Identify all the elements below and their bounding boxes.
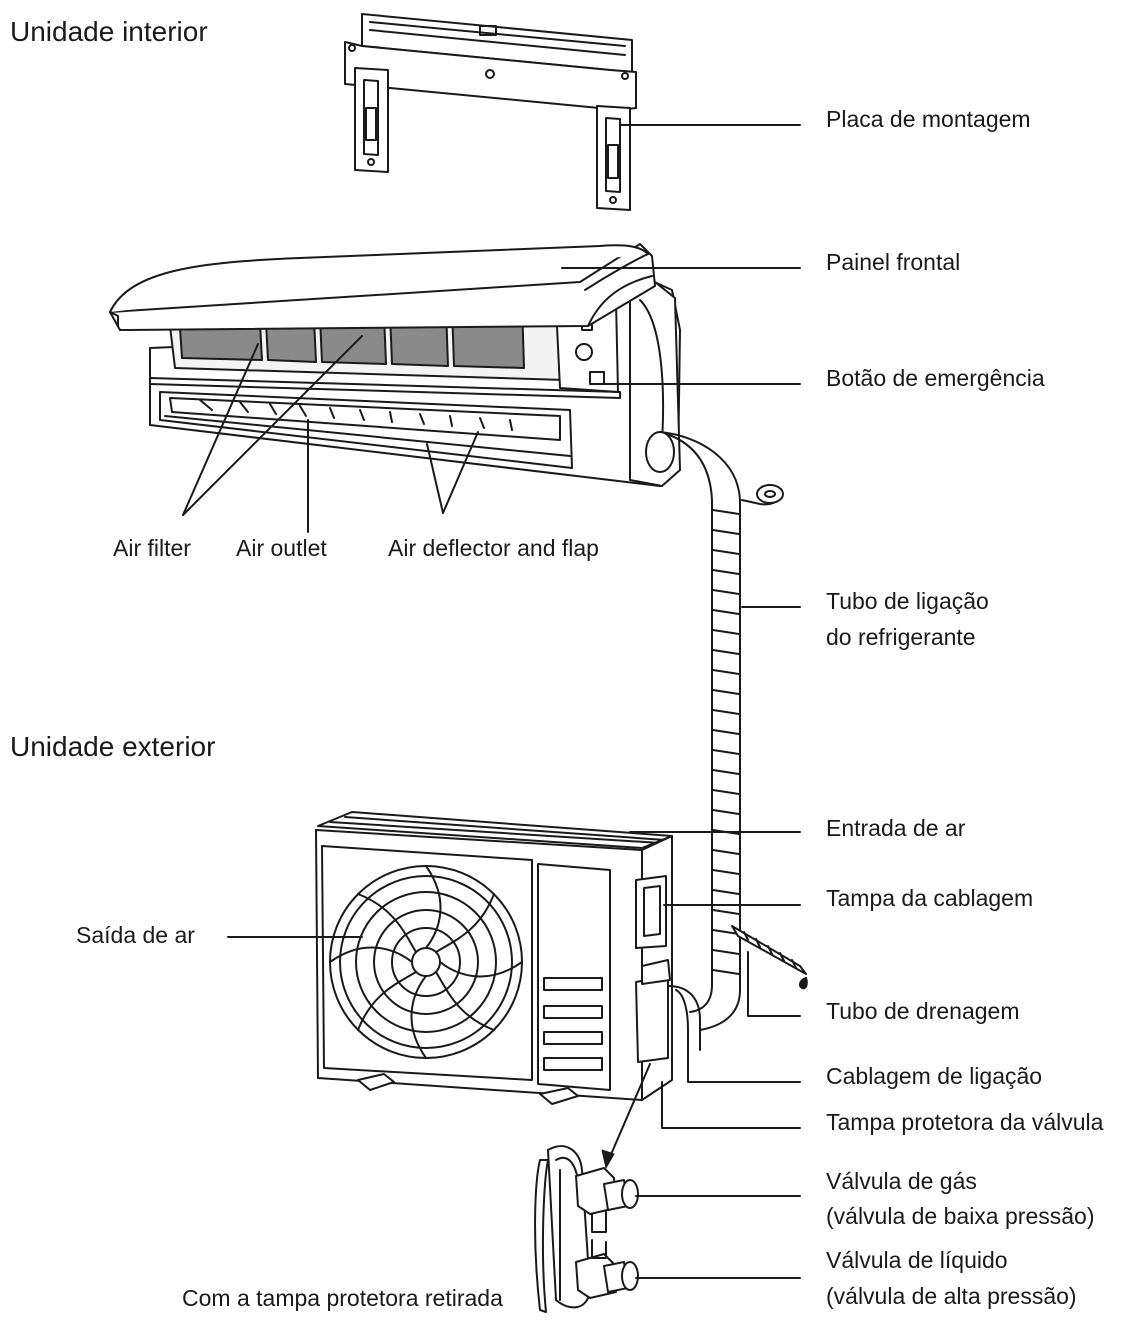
label-air-filter: Air filter (113, 535, 191, 561)
header-outdoor-unit: Unidade exterior (10, 731, 216, 762)
label-emergency-button: Botão de emergência (826, 365, 1045, 391)
label-refrigerant-pipe-line2: do refrigerante (826, 624, 976, 650)
label-air-exit: Saída de ar (76, 922, 195, 948)
label-valve-cover: Tampa protetora da válvula (826, 1109, 1104, 1135)
label-front-panel: Painel frontal (826, 249, 961, 275)
label-connecting-wiring: Cablagem de ligação (826, 1063, 1043, 1089)
label-liquid-valve-line1: Válvula de líquido (826, 1247, 1008, 1273)
label-gas-valve-line2: (válvula de baixa pressão) (826, 1203, 1095, 1229)
label-air-deflector: Air deflector and flap (388, 535, 599, 561)
arrow-head (601, 1149, 615, 1169)
label-mounting-plate: Placa de montagem (826, 106, 1031, 132)
label-air-inlet: Entrada de ar (826, 815, 966, 841)
mounting-plate-drawing (344, 13, 637, 211)
label-liquid-valve-line2: (válvula de alta pressão) (826, 1283, 1077, 1309)
label-cover-removed: Com a tampa protetora retirada (182, 1285, 503, 1311)
refrigerant-pipe-drawing (645, 431, 784, 1031)
label-refrigerant-pipe-line1: Tubo de ligação (826, 588, 989, 614)
label-gas-valve-line1: Válvula de gás (826, 1168, 977, 1194)
drain-hose-drawing (731, 925, 808, 990)
indoor-unit-drawing (109, 243, 681, 487)
label-air-outlet: Air outlet (236, 535, 327, 561)
valves-drawing (534, 1145, 639, 1313)
leader-lines (182, 124, 801, 1279)
label-wiring-cover: Tampa da cablagem (826, 885, 1034, 911)
label-drain-pipe: Tubo de drenagem (826, 998, 1020, 1024)
header-indoor-unit: Unidade interior (10, 16, 208, 47)
outdoor-unit-drawing (315, 811, 701, 1105)
